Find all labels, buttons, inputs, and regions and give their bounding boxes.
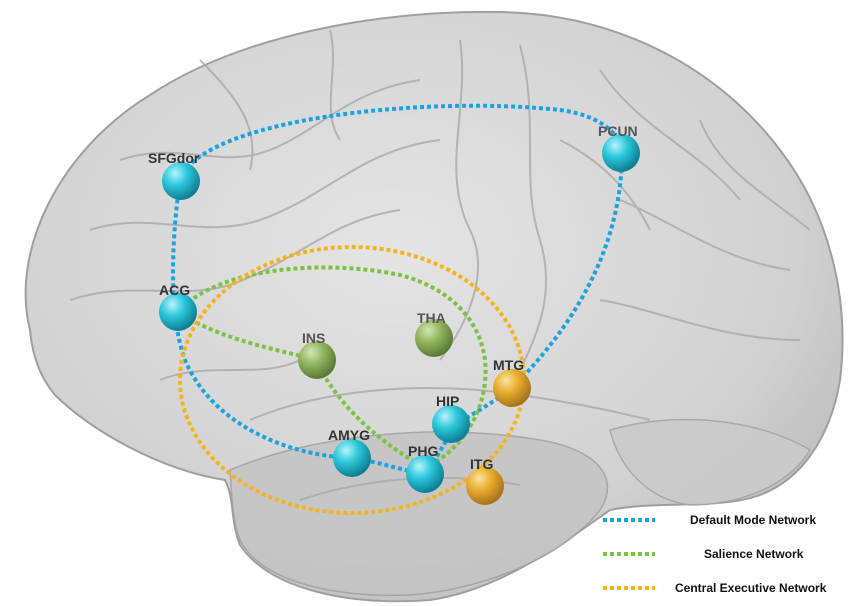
node-sphere — [162, 162, 200, 200]
legend-label: Default Mode Network — [690, 513, 816, 527]
node-pcun: PCUN — [598, 123, 640, 172]
node-sphere — [466, 467, 504, 505]
node-sphere — [432, 405, 470, 443]
legend-label: Salience Network — [704, 547, 804, 561]
node-label: ITG — [470, 456, 493, 472]
node-acg: ACG — [159, 282, 197, 331]
node-label: SFGdor — [148, 150, 200, 166]
node-label: THA — [417, 310, 446, 326]
salience-upper-arc — [176, 265, 488, 467]
node-label: PCUN — [598, 123, 638, 139]
node-sphere — [333, 439, 371, 477]
node-sphere — [406, 455, 444, 493]
node-hip: HIP — [432, 393, 470, 443]
node-amyg: AMYG — [328, 427, 371, 477]
node-itg: ITG — [466, 456, 504, 505]
node-label: PHG — [408, 443, 438, 459]
node-label: ACG — [159, 282, 190, 298]
node-label: AMYG — [328, 427, 370, 443]
node-label: HIP — [436, 393, 459, 409]
node-sphere — [298, 341, 336, 379]
salience-lower-link — [176, 310, 422, 467]
network-default-mode — [171, 103, 625, 477]
node-sfgdor: SFGdor — [148, 150, 200, 200]
network-salience — [176, 265, 488, 467]
dmn-loop — [171, 103, 625, 477]
node-sphere — [602, 134, 640, 172]
legend-item-salience: Salience Network — [603, 547, 804, 561]
legend-label: Central Executive Network — [675, 581, 827, 595]
node-tha: THA — [415, 310, 453, 357]
brain-temporal-lobe — [229, 431, 609, 597]
node-label: MTG — [493, 357, 524, 373]
node-sphere — [493, 369, 531, 407]
node-sphere — [415, 319, 453, 357]
legend-item-default-mode: Default Mode Network — [603, 513, 816, 527]
brain-cerebellum — [609, 418, 812, 506]
node-sphere — [159, 293, 197, 331]
node-phg: PHG — [406, 443, 444, 493]
legend-item-central-executive: Central Executive Network — [603, 581, 827, 595]
node-ins: INS — [298, 330, 336, 379]
node-label: INS — [302, 330, 325, 346]
legend: Default Mode Network Salience Network Ce… — [603, 513, 827, 595]
node-mtg: MTG — [493, 357, 531, 407]
